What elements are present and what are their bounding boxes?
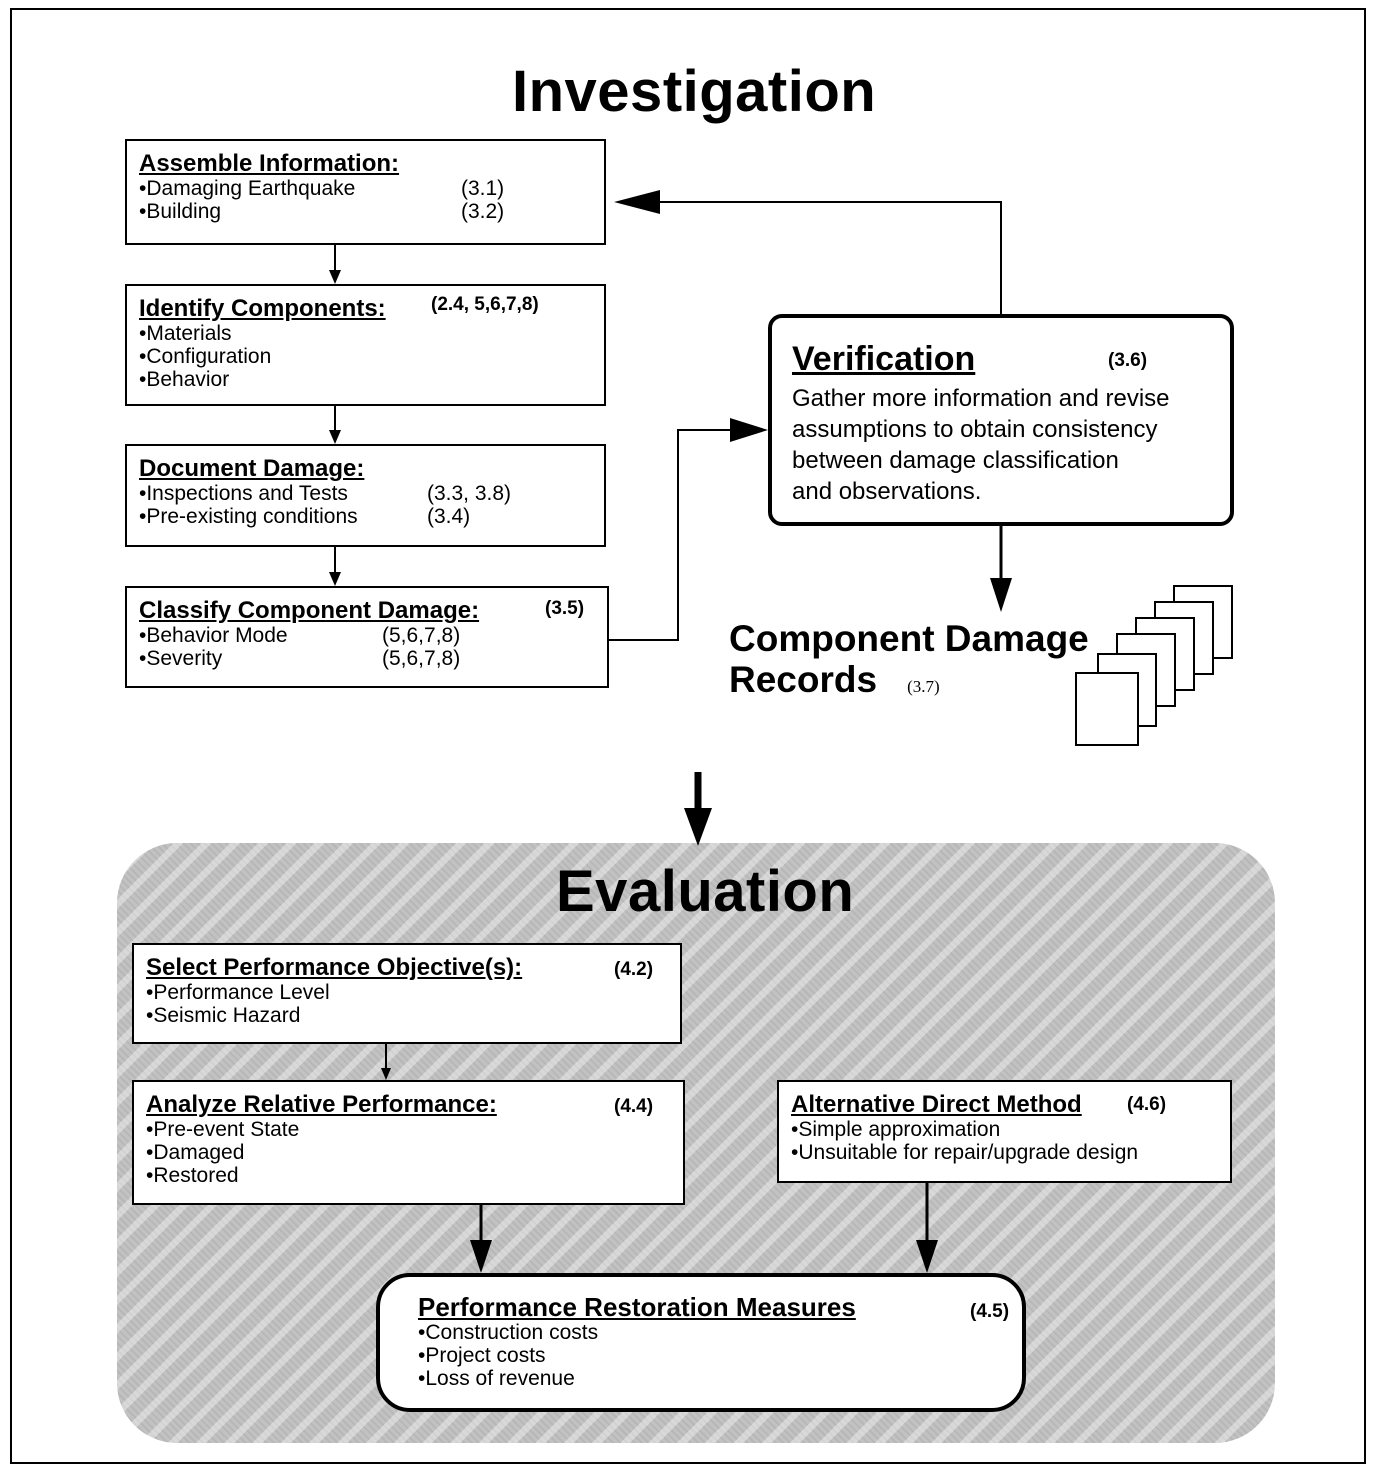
document-title: Document Damage: (139, 455, 365, 482)
document-damage-box: Document Damage: •Inspections and Tests … (125, 444, 606, 547)
verification-ref: (3.6) (1108, 350, 1148, 371)
identify-components-box: Identify Components: (2.4, 5,6,7,8) •Mat… (125, 284, 606, 406)
feedback-arrowhead (614, 190, 660, 214)
list-item: •Performance Level (146, 981, 330, 1004)
analyze-ref: (4.4) (614, 1096, 654, 1117)
list-item: •Damaged (146, 1141, 245, 1164)
list-item: •Severity (5,6,7,8) (139, 647, 461, 670)
identify-ref: (2.4, 5,6,7,8) (431, 294, 539, 315)
select-title: Select Performance Objective(s): (146, 954, 523, 981)
analyze-performance-box: Analyze Relative Performance: (4.4) •Pre… (132, 1080, 685, 1205)
assemble-title: Assemble Information: (139, 150, 400, 177)
main-down-arrowhead (684, 808, 712, 846)
evaluation-heading: Evaluation (556, 859, 855, 924)
restoration-ref: (4.5) (970, 1301, 1010, 1322)
records-ref: (3.7) (907, 677, 940, 696)
list-item: •Construction costs (418, 1321, 599, 1344)
classify-title: Classify Component Damage: (139, 597, 480, 624)
classify-ref: (3.5) (545, 598, 585, 619)
list-item: •Damaging Earthquake (3.1) (139, 177, 505, 200)
feedback-arrow (655, 201, 1002, 314)
list-item: •Behavior Mode (5,6,7,8) (139, 624, 461, 647)
list-item: •Building (3.2) (139, 200, 505, 223)
list-item: •Pre-existing conditions (3.4) (139, 505, 471, 528)
alternative-title: Alternative Direct Method (791, 1091, 1082, 1118)
list-item: •Project costs (418, 1344, 546, 1367)
list-item: •Inspections and Tests (3.3, 3.8) (139, 482, 512, 505)
list-item: •Materials (139, 322, 232, 345)
investigation-heading: Investigation (512, 59, 877, 124)
records-stack-icon (1075, 585, 1233, 746)
analyze-title: Analyze Relative Performance: (146, 1091, 497, 1118)
list-item: •Pre-event State (146, 1118, 300, 1141)
component-damage-records: Component Damage Records(3.7) (729, 618, 1089, 700)
alternative-ref: (4.6) (1127, 1094, 1167, 1115)
list-item: •Loss of revenue (418, 1367, 575, 1390)
classify-to-verification-arrow (609, 429, 730, 641)
classify-damage-box: Classify Component Damage: (3.5) •Behavi… (125, 586, 609, 688)
list-item: •Seismic Hazard (146, 1004, 301, 1027)
list-item: •Configuration (139, 345, 272, 368)
restoration-measures-box: Performance Restoration Measures (4.5) •… (376, 1273, 1026, 1412)
list-item: •Simple approximation (791, 1118, 1001, 1141)
verification-box: Verification (3.6) Gather more informati… (768, 314, 1234, 526)
assemble-information-box: Assemble Information: •Damaging Earthqua… (125, 139, 606, 245)
alternative-method-box: Alternative Direct Method (4.6) •Simple … (777, 1080, 1232, 1183)
list-item: •Unsuitable for repair/upgrade design (791, 1141, 1139, 1164)
verification-title: Verification (792, 340, 976, 378)
verification-body: Gather more information and revise assum… (792, 385, 1170, 505)
list-item: •Restored (146, 1164, 239, 1187)
select-ref: (4.2) (614, 959, 654, 980)
figure-frame (10, 8, 1366, 1464)
list-item: •Behavior (139, 368, 230, 391)
identify-title: Identify Components: (139, 295, 386, 322)
select-objectives-box: Select Performance Objective(s): (4.2) •… (132, 943, 682, 1044)
restoration-title: Performance Restoration Measures (418, 1292, 856, 1322)
